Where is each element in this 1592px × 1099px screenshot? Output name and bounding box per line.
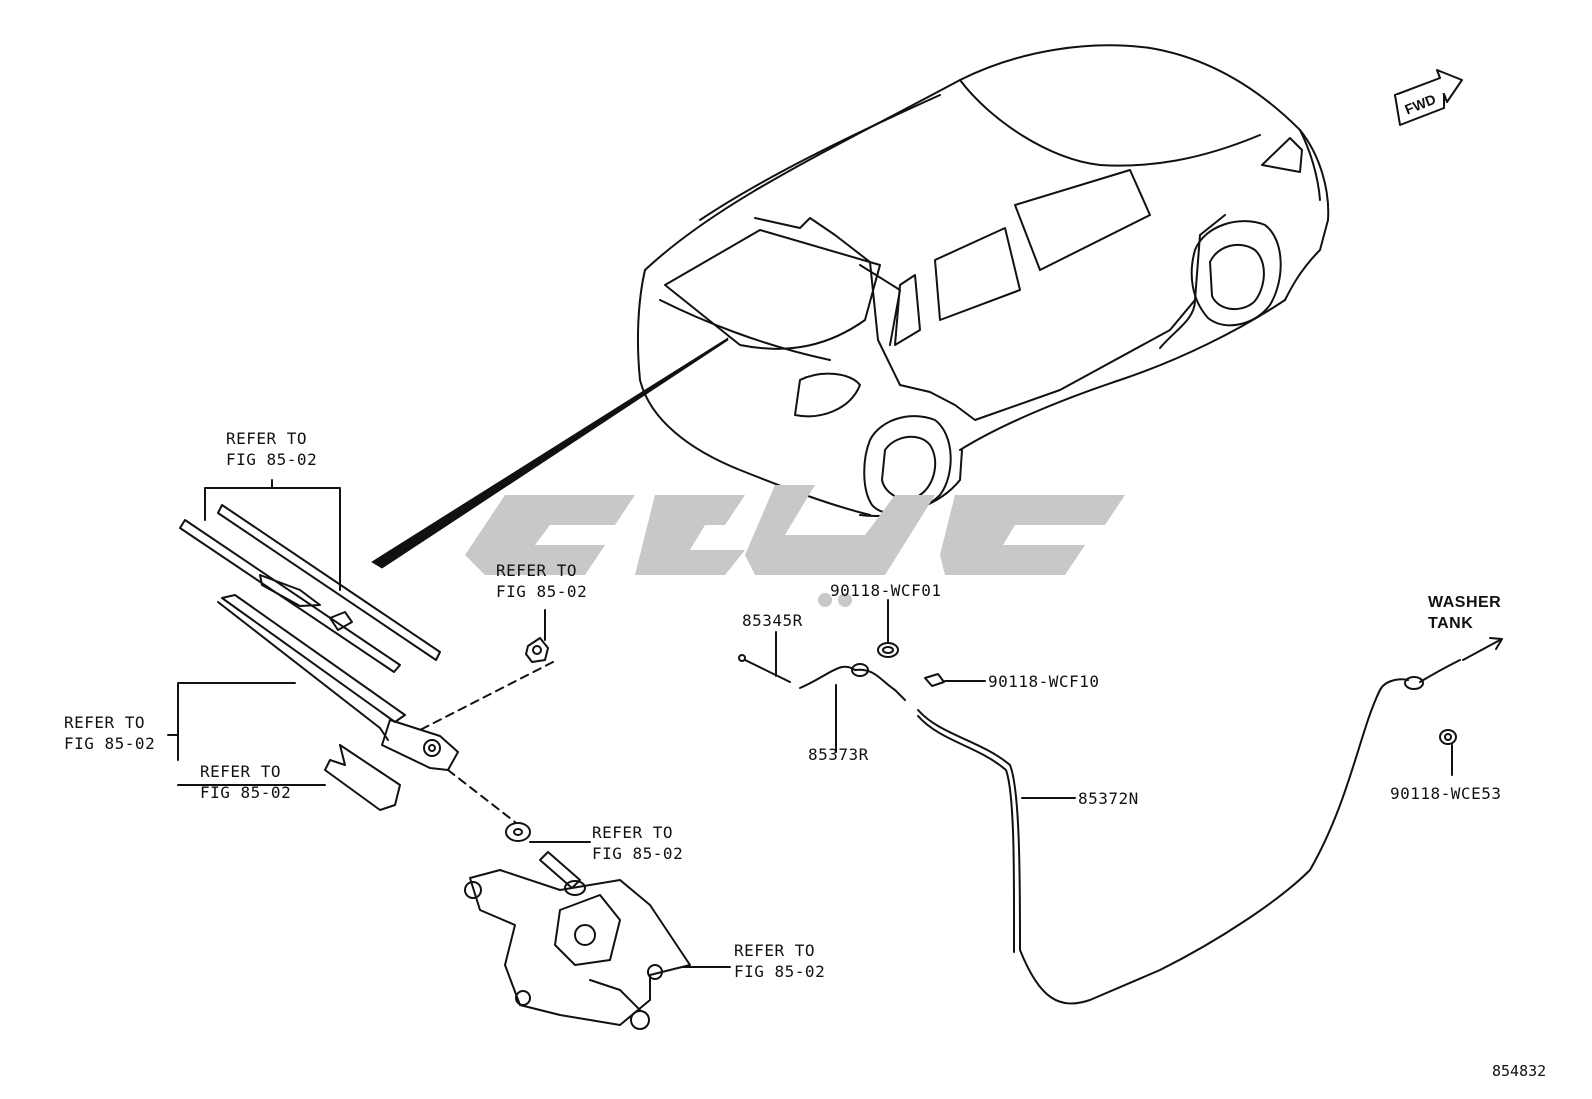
- refer-label-blade: REFER TO FIG 85-02: [226, 428, 317, 470]
- nozzle-85345R: [738, 654, 791, 683]
- washer-tank-line1: WASHER: [1428, 594, 1502, 611]
- bracket-left: [167, 682, 326, 786]
- refer-line1: REFER TO: [592, 823, 674, 842]
- refer-line2: FIG 85-02: [200, 783, 292, 802]
- pivot-nut: [525, 637, 549, 663]
- part-label-90118-WCF10: 90118-WCF10: [988, 672, 1100, 691]
- part-label-90118-WCE53: 90118-WCE53: [1390, 784, 1502, 803]
- figure-id: 854832: [1492, 1062, 1547, 1080]
- refer-label-arm: REFER TO FIG 85-02: [64, 712, 155, 754]
- refer-line1: REFER TO: [734, 941, 816, 960]
- washer-tank-label: WASHER TANK: [1428, 592, 1501, 634]
- pivot-washer: [505, 822, 531, 842]
- nut-leader-dashed: [419, 661, 554, 731]
- clip-90118-WCF10: [924, 673, 945, 687]
- refer-line2: FIG 85-02: [496, 582, 588, 601]
- refer-line1: REFER TO: [226, 429, 308, 448]
- refer-label-motor: REFER TO FIG 85-02: [734, 940, 825, 982]
- tank-arrow: [1462, 637, 1503, 661]
- tank-connector: [1404, 659, 1461, 690]
- wiper-motor: [464, 851, 691, 1030]
- refer-line1: REFER TO: [496, 561, 578, 580]
- washer-leader-dashed: [447, 769, 516, 823]
- hose-85373R: [799, 663, 906, 701]
- leader-wedge: [371, 337, 729, 569]
- vehicle-outline: [636, 44, 1330, 517]
- refer-line2: FIG 85-02: [226, 450, 318, 469]
- arm-cover: [324, 744, 401, 811]
- refer-line1: REFER TO: [64, 713, 146, 732]
- grommet-90118-WCF01: [877, 642, 899, 658]
- part-label-85373R: 85373R: [808, 745, 869, 764]
- refer-line2: FIG 85-02: [734, 962, 826, 981]
- refer-label-cover: REFER TO FIG 85-02: [200, 761, 291, 803]
- bracket-top: [204, 479, 341, 591]
- refer-line2: FIG 85-02: [64, 734, 156, 753]
- watermark-logo: [465, 485, 1125, 607]
- part-label-85372N: 85372N: [1078, 789, 1139, 808]
- refer-label-nut: REFER TO FIG 85-02: [496, 560, 587, 602]
- part-label-85345R: 85345R: [742, 611, 803, 630]
- part-label-90118-WCF01: 90118-WCF01: [830, 581, 942, 600]
- refer-line2: FIG 85-02: [592, 844, 684, 863]
- refer-line1: REFER TO: [200, 762, 282, 781]
- grommet-90118-WCE53: [1439, 729, 1457, 745]
- wiper-blade: [179, 504, 441, 673]
- washer-tank-line2: TANK: [1428, 615, 1474, 632]
- fwd-arrow-icon: [1394, 69, 1463, 126]
- hose-85372N: [917, 678, 1409, 1005]
- refer-label-washer: REFER TO FIG 85-02: [592, 822, 683, 864]
